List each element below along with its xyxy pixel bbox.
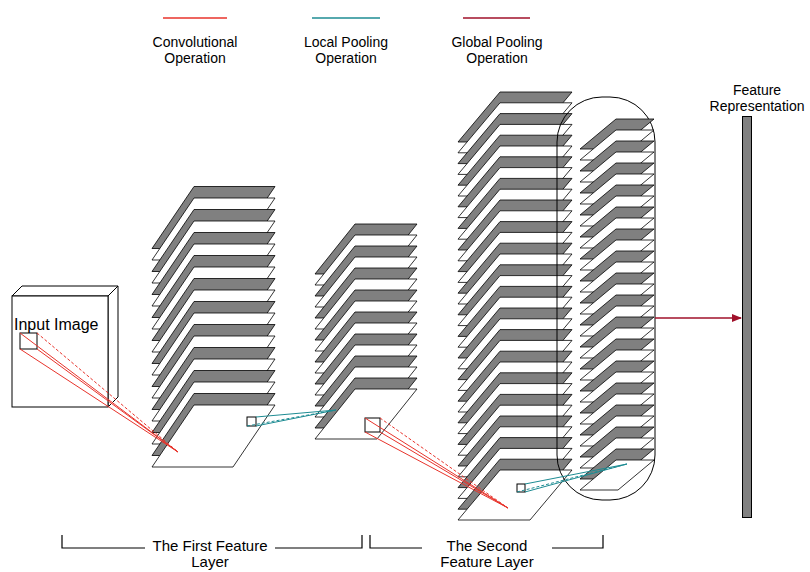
legend-label: Local Pooling Operation xyxy=(281,34,411,66)
global-pool-arrow xyxy=(655,317,741,319)
legend-label: Convolutional Operation xyxy=(130,34,260,66)
pool-lines xyxy=(517,464,627,492)
node-label: Input Image xyxy=(12,296,114,334)
conv-lines xyxy=(365,418,508,508)
feature-vector: Feature Representation xyxy=(742,116,752,518)
feature-map xyxy=(580,460,654,490)
pool-lines xyxy=(247,410,336,426)
feature-map xyxy=(315,389,417,439)
layer-label: The Second Feature Layer xyxy=(422,538,552,570)
layer-label: The First Feature Layer xyxy=(145,538,275,570)
output-heading: Feature Representation xyxy=(707,82,807,114)
group-outline xyxy=(557,97,655,500)
feature-map xyxy=(458,470,572,520)
legend-line xyxy=(463,17,530,19)
legend-line xyxy=(163,17,227,19)
legend-label: Global Pooling Operation xyxy=(432,34,562,66)
legend-line xyxy=(312,17,380,19)
input-image-box: Input Image xyxy=(12,296,114,407)
cube-top xyxy=(12,286,118,296)
conv-lines xyxy=(20,333,178,452)
feature-map xyxy=(152,405,275,467)
cube-side xyxy=(108,286,118,407)
